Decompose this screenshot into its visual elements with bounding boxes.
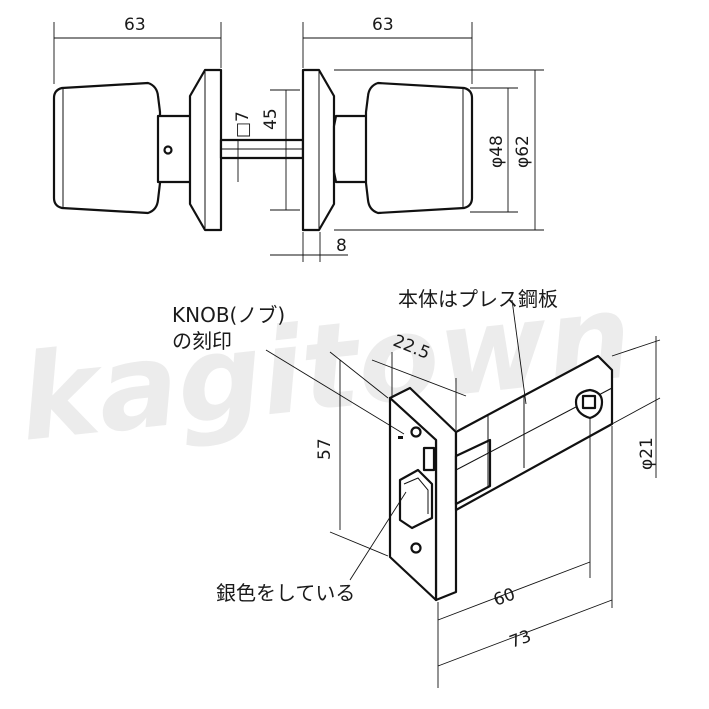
left-knob [52, 81, 162, 215]
left-knob-pinhole [163, 145, 173, 155]
dim-knob-dia: φ48 [487, 135, 507, 168]
dim-rose-height: 45 [261, 108, 281, 130]
dim-rose-dia: φ62 [513, 135, 533, 168]
dim-backset: 60 [491, 585, 518, 611]
knob-mark-engraving [398, 436, 403, 439]
left-knob-neck [156, 114, 194, 184]
leader-body-material [511, 299, 527, 405]
faceplate-screw-bottom [410, 542, 422, 554]
dim-overall: 73 [507, 627, 534, 653]
right-knob [364, 81, 474, 215]
latch-drawing: 22.5 57 φ21 60 73 本体はプレス鋼板 KNOB(ノブ) の刻印 … [172, 287, 661, 688]
dim-faceplate-height: 57 [315, 438, 335, 460]
dim-left-length: 63 [124, 15, 146, 35]
dim-spindle-square: □7 [233, 111, 253, 138]
label-knob-mark-line1: KNOB(ノブ) [172, 303, 285, 327]
latch-bolt-edge [403, 477, 429, 514]
label-body-material: 本体はプレス鋼板 [398, 287, 558, 311]
faceplate-marking [422, 446, 436, 472]
leader-knob-mark [265, 349, 405, 435]
dim-right-length: 63 [372, 15, 394, 35]
spindle-square-hole [581, 394, 597, 410]
knob-set-drawing: 63 63 □7 45 φ48 φ62 8 [52, 15, 544, 262]
label-knob-mark-line2: の刻印 [172, 329, 232, 353]
dim-latch-dia: φ21 [637, 437, 657, 470]
right-knob-neck [332, 114, 370, 184]
dim-door-gap: 8 [336, 236, 347, 256]
latch-case-lower [454, 438, 492, 506]
label-silver: 銀色をしている [216, 581, 355, 605]
faceplate-screw-top [410, 426, 422, 438]
leader-silver [349, 491, 407, 581]
